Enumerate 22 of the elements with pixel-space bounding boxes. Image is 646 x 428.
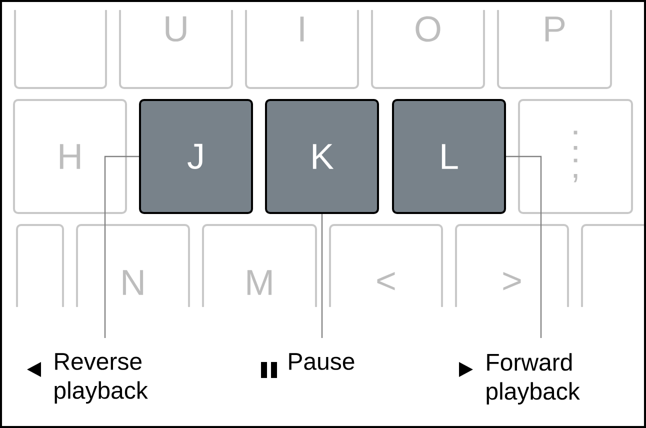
caption: Pause xyxy=(289,353,354,370)
highlighted-key: K xyxy=(265,99,379,214)
key xyxy=(581,224,644,307)
key: > xyxy=(455,224,569,307)
highlighted-key: L xyxy=(392,99,506,214)
key: U xyxy=(119,10,233,89)
key: M xyxy=(202,224,317,307)
leader-line xyxy=(321,214,323,338)
caption: Reverse playback xyxy=(54,353,148,404)
key xyxy=(14,10,107,89)
key: O xyxy=(371,10,485,89)
key: P xyxy=(497,10,612,89)
key: < xyxy=(329,224,443,307)
leader-line xyxy=(104,156,139,338)
key xyxy=(16,224,64,307)
highlighted-key: J xyxy=(139,99,253,214)
key: H xyxy=(13,99,127,214)
caption: Forward playback xyxy=(486,353,580,405)
key: I xyxy=(245,10,359,89)
key: N xyxy=(76,224,190,307)
key: : ; xyxy=(518,99,633,214)
leader-line xyxy=(506,156,542,338)
